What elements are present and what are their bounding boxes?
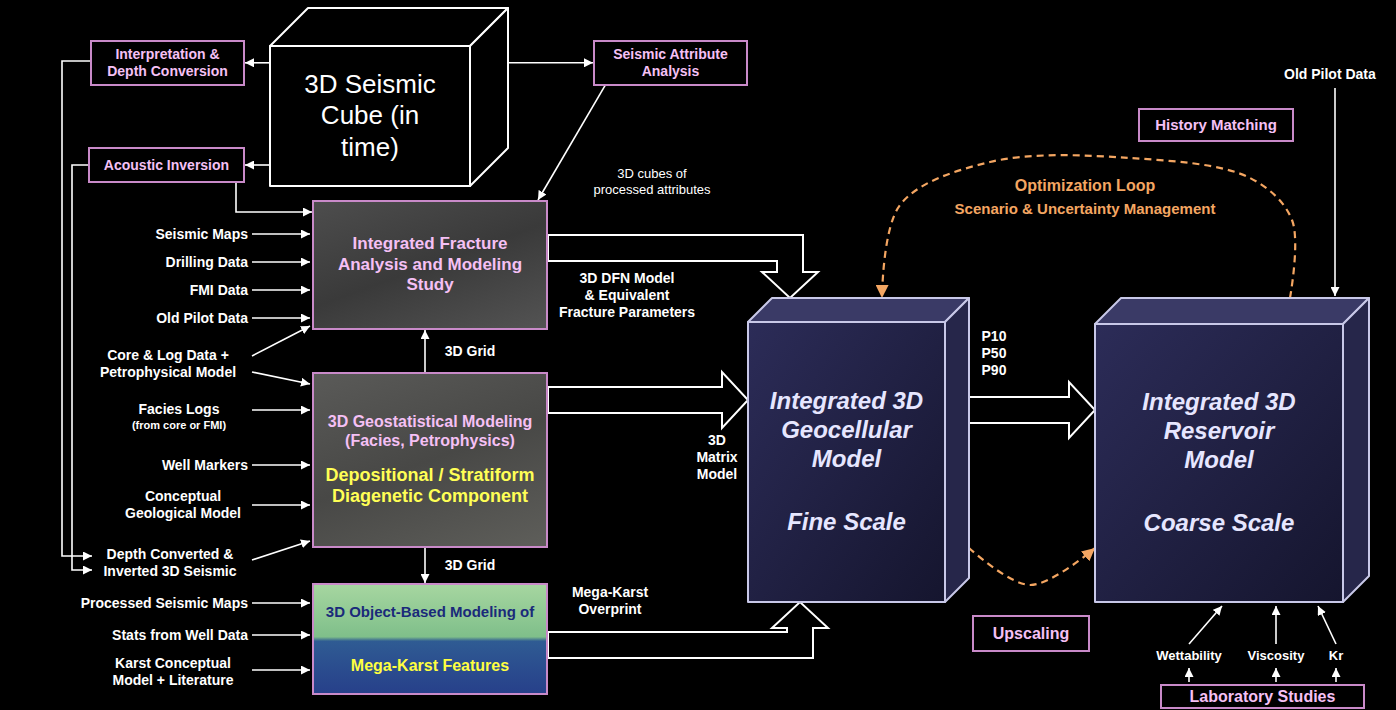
input-label: Well Markers [88,457,248,474]
leader-arrow [252,634,310,636]
leader-arrow [1275,606,1277,644]
flow-arrow [508,62,593,64]
input-label: Viscosity [1240,648,1312,664]
leader-arrow [72,165,92,570]
flow-arrow [424,548,426,583]
cube-face [270,8,508,46]
cube-face [748,322,945,602]
edge-label: 3D DFN Model & Equivalent Fracture Param… [552,270,702,320]
input-label: Conceptual Geological Model [118,488,248,522]
leader-arrow [1335,668,1337,682]
box-text: Depositional / Stratiform Diagenetic Com… [324,465,536,508]
leader-arrow [252,504,310,506]
box-text: 3D Object-Based Modeling of [314,585,546,639]
leader-arrow [1189,606,1222,644]
leader-arrow [1275,668,1277,682]
leader-arrow [1318,606,1336,644]
input-label: (from core or FMI) [110,419,248,432]
leader-arrow [252,464,310,466]
input-label: Seismic Maps [88,226,248,243]
edge-label: Optimization Loop [985,176,1185,195]
cube-face [470,8,508,186]
input-label: Stats from Well Data [60,627,248,644]
leader-arrow [252,326,310,356]
leader-arrow [252,409,310,411]
edge-label: 3D Grid [435,343,505,360]
model-title: Integrated 3D Reservoir Model [1127,388,1311,474]
model-cube: 3D Seismic Cube (in time) [270,8,508,186]
edge-label: 3D Grid [435,557,505,574]
input-label: Old Pilot Data [1284,66,1376,83]
block-arrow [548,372,748,428]
process-box: History Matching [1138,108,1294,142]
edge-label: Mega-Karst Overprint [560,584,660,618]
input-label: Processed Seismic Maps [60,595,248,612]
cube-face [748,298,969,322]
box-text: Integrated Fracture Analysis and Modelin… [324,234,536,295]
loop-arrow [882,155,1295,298]
leader-arrow [252,669,310,671]
input-label: Depth Converted & Inverted 3D Seismic [92,546,248,580]
model-title: Fine Scale [756,508,937,537]
process-box: Integrated Fracture Analysis and Modelin… [312,200,548,330]
input-label: Scenario & Uncertainty Management [935,200,1235,218]
cube-face-text: 3D Seismic Cube (in time) [270,46,470,186]
edge-label: 3D cubes of processed attributes [582,166,722,197]
cube-face [1343,298,1369,602]
box-text: History Matching [1145,116,1287,134]
leader-arrow [252,541,310,560]
box-text: 3D Geostatistical Modeling (Facies, Petr… [324,412,536,450]
model-cube: Integrated 3D Geocellular ModelFine Scal… [748,298,969,602]
model-title: Coarse Scale [1127,509,1311,538]
leader-arrow [62,61,92,556]
edge-label: P10 P50 P90 [975,328,1013,378]
input-label: FMI Data [88,282,248,299]
cube-face [1095,298,1369,324]
input-label: Karst Conceptual Model + Literature [98,655,248,689]
process-box: Interpretation & Depth Conversion [90,40,245,86]
cube-face [270,46,470,186]
input-label: Wettability [1146,648,1232,664]
box-text: Laboratory Studies [1167,687,1358,706]
process-box: 3D Geostatistical Modeling (Facies, Petr… [312,372,548,548]
flow-arrow [245,164,270,166]
leader-arrow [252,602,310,604]
model-cube: Integrated 3D Reservoir ModelCoarse Scal… [1095,298,1369,602]
input-label: Facies Logs [110,401,248,418]
process-box: 3D Object-Based Modeling ofMega-Karst Fe… [312,583,548,695]
leader-arrow [252,233,310,235]
edge-label: 3D Matrix Model [688,432,746,482]
leader-arrow [252,261,310,263]
box-text: Interpretation & Depth Conversion [98,46,237,80]
box-text: Mega-Karst Features [314,639,546,693]
box-text: Upscaling [979,624,1083,643]
block-arrow [969,382,1095,438]
cube-face-text: Integrated 3D Geocellular ModelFine Scal… [748,322,945,602]
box-text: Acoustic Inversion [95,157,238,174]
flow-arrow [245,62,270,64]
input-label: Kr [1322,648,1350,664]
model-title: Integrated 3D Geocellular Model [756,387,937,473]
input-label: Core & Log Data + Petrophysical Model [88,347,248,381]
leader-arrow [1334,88,1336,296]
process-box: Upscaling [972,615,1090,652]
leader-arrow [252,372,310,384]
input-label: Old Pilot Data [88,310,248,327]
leader-arrow [252,289,310,291]
flow-arrow [236,183,312,212]
process-box: Seismic Attribute Analysis [593,40,748,86]
model-title: 3D Seismic Cube (in time) [290,69,450,163]
cube-face-text: Integrated 3D Reservoir ModelCoarse Scal… [1095,324,1343,602]
leader-arrow [1188,668,1190,682]
leader-arrow [252,317,310,319]
box-text: Seismic Attribute Analysis [601,46,740,80]
flow-arrow [424,330,426,372]
process-box: Laboratory Studies [1160,684,1365,709]
process-box: Acoustic Inversion [88,147,245,183]
cube-face [945,298,969,602]
input-label: Drilling Data [88,254,248,271]
cube-face [1095,324,1343,602]
loop-arrow [969,548,1095,585]
